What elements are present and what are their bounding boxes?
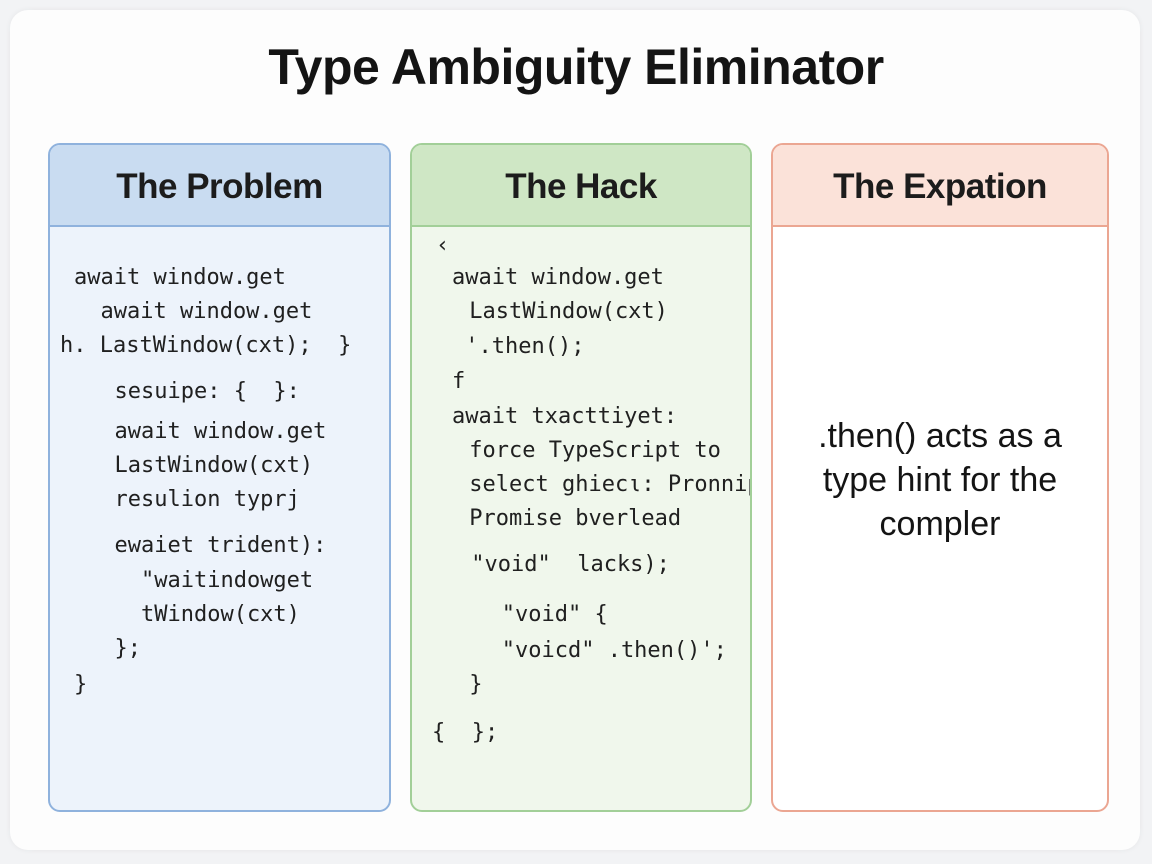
code-line: force TypeScript to	[456, 438, 721, 463]
code-line: }	[74, 672, 88, 697]
code-line: await window.get	[88, 419, 327, 444]
page-title: Type Ambiguity Eliminator	[268, 39, 884, 95]
code-line: "voicd" .then()';	[462, 638, 727, 663]
problem-panel: The Problem await window.get await windo…	[48, 143, 391, 812]
code-line: "waitindowget	[88, 568, 314, 593]
code-line: };	[88, 636, 141, 661]
code-line: select ghiecι: Pronnipe	[456, 472, 752, 497]
problem-code-block: await window.get await window.get h. Las…	[50, 227, 389, 810]
problem-header: The Problem	[50, 145, 389, 227]
explanation-text: .then() acts as a type hint for the comp…	[773, 414, 1107, 546]
code-line: ewaiet trident):	[88, 533, 327, 558]
explanation-body: .then() acts as a type hint for the comp…	[773, 227, 1107, 810]
code-line: "void" lacks);	[458, 552, 670, 577]
code-line: LastWindow(cxt)	[456, 299, 668, 324]
code-line: Promise bverlead	[456, 506, 682, 531]
hack-panel: The Hack ‹ await window.get LastWindow(c…	[410, 143, 752, 812]
code-line: LastWindow(cxt)	[88, 453, 314, 478]
code-line: tWindow(cxt)	[88, 602, 300, 627]
code-line: await window.get	[74, 299, 313, 324]
code-line: await window.get	[452, 265, 664, 290]
explanation-line: compler	[879, 505, 1001, 543]
code-line: '.then();	[452, 334, 585, 359]
code-line: h. LastWindow(cxt); }	[60, 333, 352, 358]
hack-code-block: ‹ await window.get LastWindow(cxt) '.the…	[412, 227, 752, 810]
explanation-header: The Expation	[773, 145, 1107, 227]
code-line: await txacttiyet:	[452, 404, 678, 429]
code-line: resulion typrj	[88, 487, 300, 512]
code-line: f	[452, 369, 466, 394]
code-line: "void" {	[462, 602, 608, 627]
code-line: }	[456, 672, 483, 697]
code-line: { };	[432, 720, 499, 745]
explanation-panel: The Expation .then() acts as a type hint…	[771, 143, 1109, 812]
code-line: sesuipe: { }:	[88, 379, 300, 404]
hack-header: The Hack	[412, 145, 750, 227]
explanation-line: type hint for the	[822, 461, 1058, 499]
code-line: ‹	[436, 233, 450, 258]
explanation-line: .then() acts as a	[818, 417, 1062, 455]
code-line: await window.get	[74, 265, 286, 290]
